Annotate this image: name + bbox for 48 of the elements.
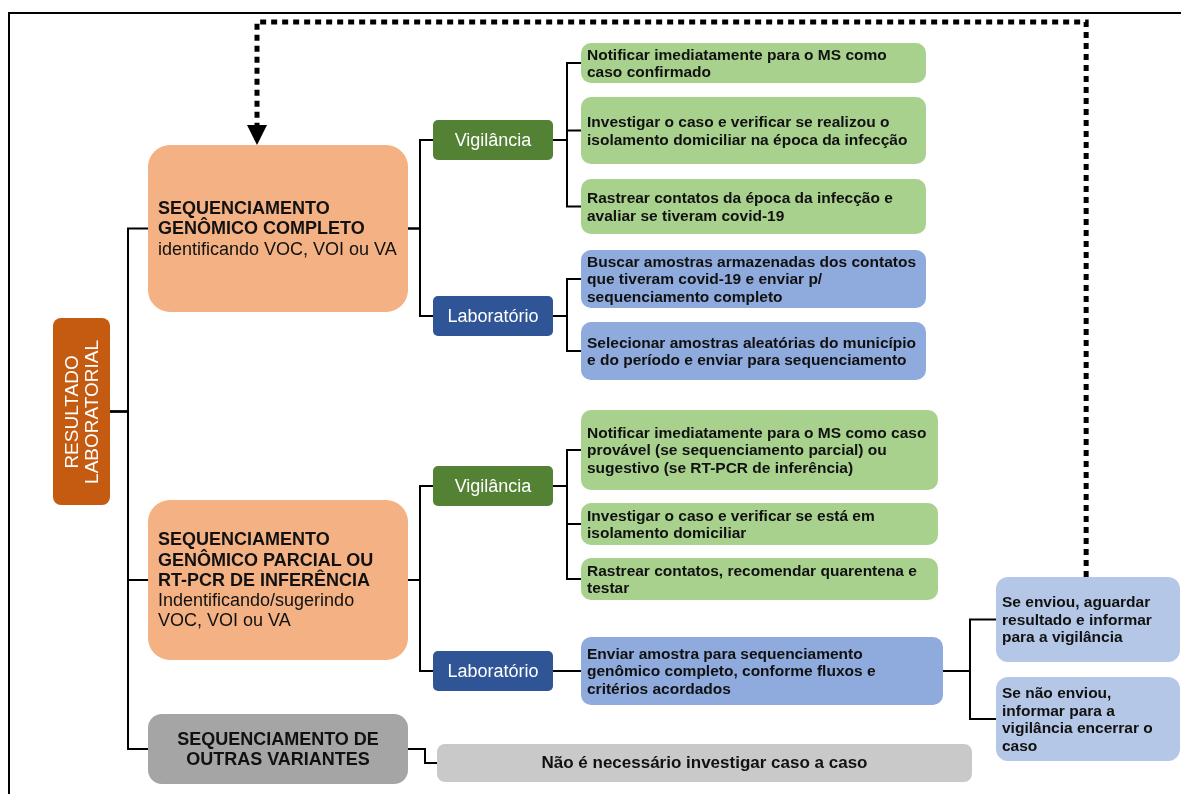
category-description: identificando VOC, VOI ou VA — [158, 238, 398, 259]
box-text: Laboratório — [447, 305, 539, 327]
dotted-arrow — [247, 19, 1089, 577]
box-text: Rastrear contatos, recomendar quarentena e testar — [587, 561, 918, 597]
connector-line — [109, 410, 149, 750]
connector-line — [407, 227, 434, 317]
box-text: Se não enviou, informar para a vigilância encerrar o caso — [1002, 684, 1154, 754]
box-text: Investigar o caso e verificar se está em isolamento domiciliar — [587, 506, 876, 542]
category-box — [148, 145, 408, 312]
box-text: Notificar imediatamente para o MS como caso provável (se sequenciamento parcial) ou sugestivo (se RT-PCR de inferência) — [587, 423, 928, 477]
box-text: Investigar o caso e verificar se realizou o isolamento domiciliar na época da infecção — [587, 113, 909, 148]
branch-label-box — [433, 466, 553, 506]
action-box — [581, 322, 926, 380]
box-text: Buscar amostras armazenadas dos contatos que tiveram covid-19 e enviar p/ sequenciamento completo — [587, 252, 918, 306]
connector-line — [407, 748, 438, 764]
action-box — [581, 43, 926, 83]
category-box — [148, 500, 408, 660]
root-label: RESULTADO LABORATORIAL — [61, 338, 102, 486]
branch-label-box — [433, 296, 553, 336]
box-text: Selecionar amostras aleatórias do município e do período e enviar para sequenciamento — [587, 333, 918, 369]
box-text: Vigilância — [454, 129, 532, 151]
connector-line — [942, 670, 997, 720]
branch-label-box — [433, 120, 553, 160]
box-text: Enviar amostra para sequenciamento genômico completo, conforme fluxos e critérios acordados — [587, 644, 877, 698]
outcome-box — [996, 677, 1180, 761]
root-box — [53, 318, 110, 505]
box-text: Não é necessário investigar caso a caso — [541, 753, 868, 773]
connector-line — [407, 579, 434, 672]
action-box — [581, 558, 938, 600]
box-text: Notificar imediatamente para o MS como caso confirmado — [587, 45, 888, 81]
connector-line — [552, 670, 582, 672]
box-text: Rastrear contatos da época da infecção e avaliar se tiveram covid-19 — [587, 189, 894, 224]
branch-label-box — [433, 651, 553, 691]
category-title: SEQUENCIAMENTO DE OUTRAS VARIANTES — [176, 728, 380, 770]
box-text: Laboratório — [447, 660, 539, 682]
category-title: SEQUENCIAMENTO GENÔMICO PARCIAL OU RT-PCR DE INFERÊNCIA — [158, 529, 375, 591]
connector-line — [552, 315, 582, 352]
box-text: Se enviou, aguardar resultado e informar para a vigilância — [1002, 593, 1153, 646]
action-box — [581, 503, 938, 545]
action-box — [581, 179, 926, 234]
category-description: Indentificando/sugerindo VOC, VOI ou VA — [158, 590, 356, 631]
box-text: Vigilância — [454, 475, 532, 497]
category-box — [148, 714, 408, 784]
action-box — [581, 637, 943, 705]
action-box — [581, 410, 938, 490]
outcome-box — [996, 577, 1180, 662]
action-box — [581, 97, 926, 164]
note-box — [437, 744, 972, 782]
